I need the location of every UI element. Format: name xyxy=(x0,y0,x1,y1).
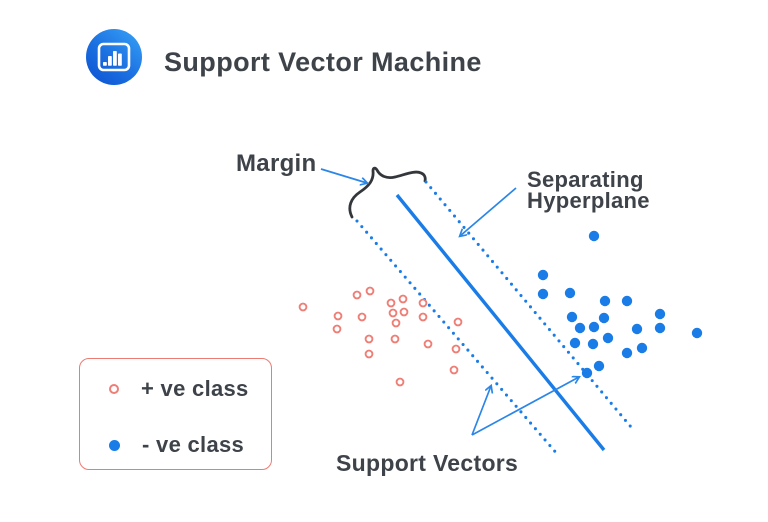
data-point-positive xyxy=(391,318,401,328)
margin-brace xyxy=(348,166,427,219)
bar-chart-icon xyxy=(86,29,142,85)
data-point-negative xyxy=(574,322,586,334)
support-vector-arrow-left xyxy=(471,386,491,436)
data-point-negative xyxy=(588,230,600,242)
legend-label-positive: + ve class xyxy=(141,376,249,401)
data-point-positive xyxy=(395,377,405,387)
data-point-positive xyxy=(364,349,374,359)
margin-label: Margin xyxy=(236,150,317,177)
data-point-negative xyxy=(587,338,599,350)
data-point-positive xyxy=(418,312,428,322)
data-point-positive xyxy=(390,334,400,344)
legend-item-positive: + ve class xyxy=(80,376,271,401)
data-point-negative xyxy=(636,342,648,354)
data-point-negative xyxy=(537,288,549,300)
page-title: Support Vector Machine xyxy=(164,47,482,77)
data-point-negative xyxy=(566,311,578,323)
margin-line-left xyxy=(355,219,560,457)
positive-class-marker-icon xyxy=(109,384,119,394)
data-point-negative xyxy=(654,308,666,320)
data-point-negative xyxy=(569,337,581,349)
data-point-negative xyxy=(654,322,666,334)
legend-item-negative: - ve class xyxy=(80,432,271,457)
margin-line-right xyxy=(424,180,633,429)
data-point-positive xyxy=(399,307,409,317)
data-point-positive xyxy=(449,365,459,375)
data-point-negative xyxy=(593,360,605,372)
data-point-negative xyxy=(581,367,593,379)
data-point-positive xyxy=(364,334,374,344)
data-point-negative xyxy=(621,347,633,359)
data-point-negative xyxy=(537,269,549,281)
data-point-negative xyxy=(602,332,614,344)
separating-hyperplane-label: Separating Hyperplane xyxy=(527,167,650,213)
data-point-negative xyxy=(631,323,643,335)
data-point-positive xyxy=(333,311,343,321)
bar-chart-glyph xyxy=(97,42,131,72)
margin-arrow xyxy=(320,168,367,183)
legend: + ve class - ve class xyxy=(79,358,272,470)
data-point-negative xyxy=(599,295,611,307)
data-point-positive xyxy=(388,308,398,318)
data-point-negative xyxy=(691,327,703,339)
hyperplane-arrow xyxy=(460,187,517,236)
data-point-positive xyxy=(332,324,342,334)
support-vectors-label: Support Vectors xyxy=(336,450,519,476)
data-point-negative xyxy=(621,295,633,307)
data-point-negative xyxy=(588,321,600,333)
legend-label-negative: - ve class xyxy=(142,432,245,457)
data-point-positive xyxy=(352,290,362,300)
separating-hyperplane-line xyxy=(395,193,606,452)
data-point-positive xyxy=(357,312,367,322)
data-point-positive xyxy=(298,302,308,312)
data-point-positive xyxy=(386,298,396,308)
data-point-positive xyxy=(423,339,433,349)
data-point-positive xyxy=(365,286,375,296)
data-point-negative xyxy=(564,287,576,299)
data-point-negative xyxy=(598,312,610,324)
data-point-positive xyxy=(398,294,408,304)
data-point-positive xyxy=(418,298,428,308)
support-vector-arrow-right xyxy=(471,377,579,436)
negative-class-marker-icon xyxy=(109,439,120,451)
data-point-positive xyxy=(453,317,463,327)
data-point-positive xyxy=(451,344,461,354)
